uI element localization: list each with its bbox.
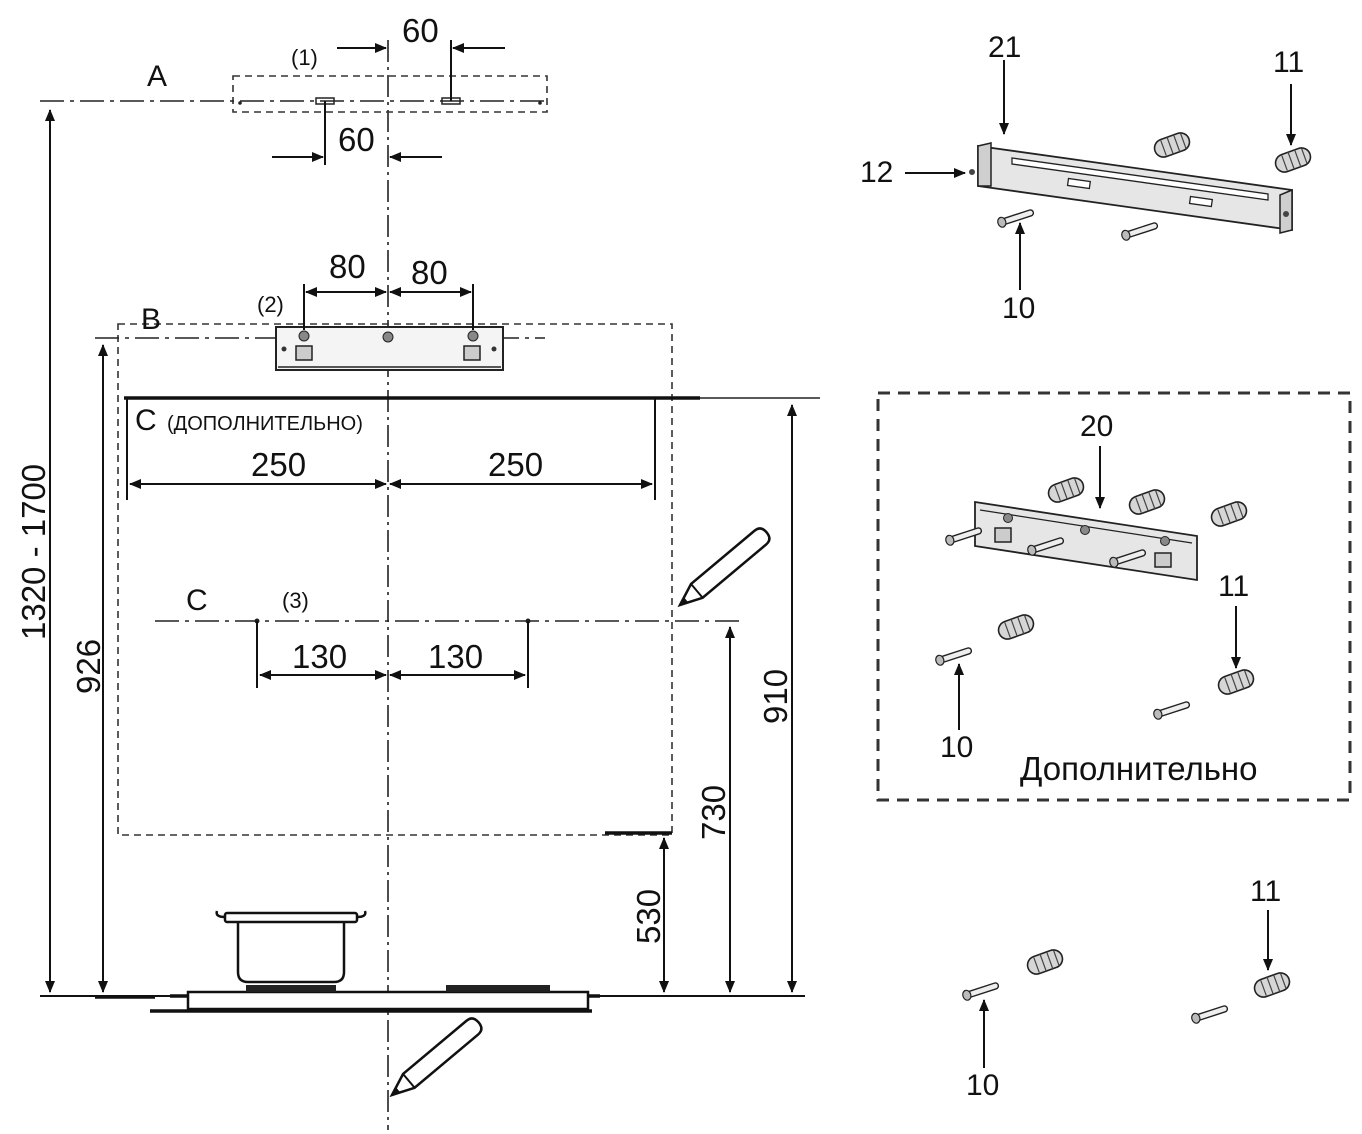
label-c-upper-note: (ДОПОЛНИТЕЛЬНО): [167, 413, 363, 435]
dim-c3-left: 130: [292, 638, 347, 675]
wall-drawing: A (1) 60 60 B (2) 80 80: [15, 12, 820, 1130]
label-a: A: [147, 60, 167, 93]
ref-2: (2): [257, 292, 284, 317]
ref-3: (3): [282, 588, 309, 613]
dim-c3-right: 130: [428, 638, 483, 675]
part-10-top: 10: [1002, 292, 1035, 325]
label-c-upper: C: [135, 404, 157, 437]
dim-b-left: 80: [329, 248, 366, 285]
dim-c-left: 250: [251, 446, 306, 483]
hood-outline: [117, 323, 673, 836]
dim-a-top: 60: [402, 12, 439, 49]
dim-910: 910: [757, 669, 794, 724]
part-10-bottom: 10: [966, 1069, 999, 1102]
dim-a-bottom: 60: [338, 121, 375, 158]
pencil-icon: [389, 1017, 483, 1098]
optional-label: Дополнительно: [1020, 750, 1258, 787]
optional-box: 20 11 10 Дополнительно: [876, 391, 1352, 802]
dim-530: 530: [630, 889, 667, 944]
bracket-b: B (2) 80 80: [141, 248, 504, 371]
line-c-lower: C (3) 130 130: [155, 584, 740, 688]
parts-bottom: 11 10: [960, 875, 1293, 1102]
pencil-icon: [677, 527, 771, 608]
ref-1: (1): [291, 45, 318, 70]
dim-total-height: 1320 - 1700: [15, 464, 52, 640]
label-c-lower: C: [186, 584, 208, 617]
part-21: 21: [988, 31, 1021, 64]
bracket-a: A (1) 60 60: [40, 12, 548, 165]
vertical-dimensions: 1320 - 1700 926 910 730 530: [15, 109, 797, 993]
part-10-mid: 10: [940, 731, 973, 764]
part-12: 12: [860, 156, 893, 189]
cooktop: [40, 910, 805, 1013]
dim-730: 730: [695, 785, 732, 840]
part-20: 20: [1080, 410, 1113, 443]
label-b: B: [141, 303, 161, 336]
part-11-top: 11: [1273, 46, 1304, 79]
part-11-mid: 11: [1218, 570, 1249, 603]
dim-c-right: 250: [488, 446, 543, 483]
parts-top: 21 11 12 10: [860, 31, 1314, 325]
dim-b-right: 80: [411, 254, 448, 291]
part-11-bottom: 11: [1250, 875, 1281, 908]
line-c-upper: C (ДОПОЛНИТЕЛЬНО) 250 250: [124, 396, 820, 500]
dim-926: 926: [70, 639, 107, 694]
